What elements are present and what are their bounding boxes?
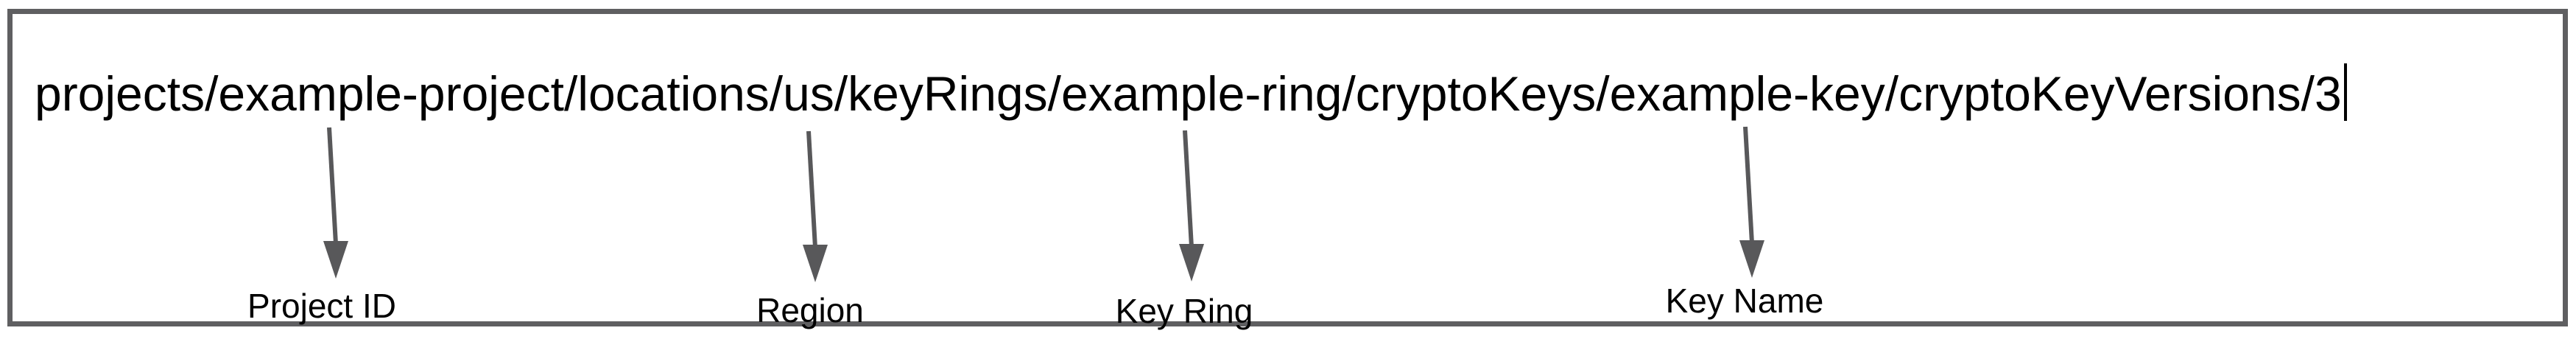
- resource-path-value: projects/example-project/locations/us/ke…: [35, 66, 2342, 121]
- diagram-border-box: projects/example-project/locations/us/ke…: [7, 9, 2568, 330]
- label-project-id: Project ID: [247, 287, 396, 325]
- text-cursor: [2343, 63, 2347, 121]
- label-key-ring: Key Ring: [1115, 292, 1253, 330]
- label-key-name: Key Name: [1665, 282, 1824, 320]
- arrow-down-icon: [323, 127, 348, 279]
- resource-path-text-line[interactable]: projects/example-project/locations/us/ke…: [35, 63, 2347, 121]
- arrow-down-icon: [1739, 126, 1764, 278]
- label-region: Region: [756, 291, 864, 329]
- arrow-down-icon: [1179, 130, 1204, 282]
- arrow-down-icon: [803, 130, 828, 282]
